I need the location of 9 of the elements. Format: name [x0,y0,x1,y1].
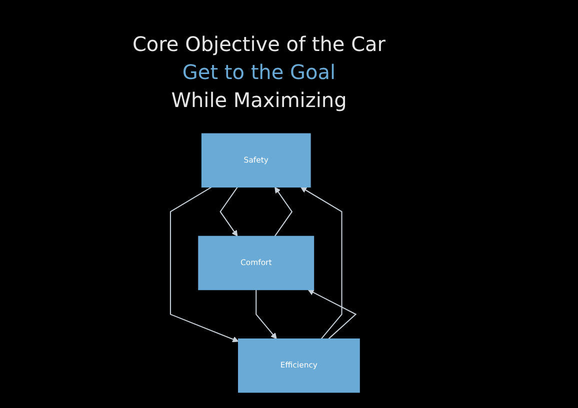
arrow [300,186,342,340]
arrow [308,290,357,340]
arrow [256,290,277,340]
arrow [170,186,239,342]
subtitle: While Maximizing [171,88,347,112]
arrow [274,186,293,237]
title: Core Objective of the Car [132,32,386,56]
arrow [220,186,238,236]
subtitle: Get to the Goal [182,60,336,84]
